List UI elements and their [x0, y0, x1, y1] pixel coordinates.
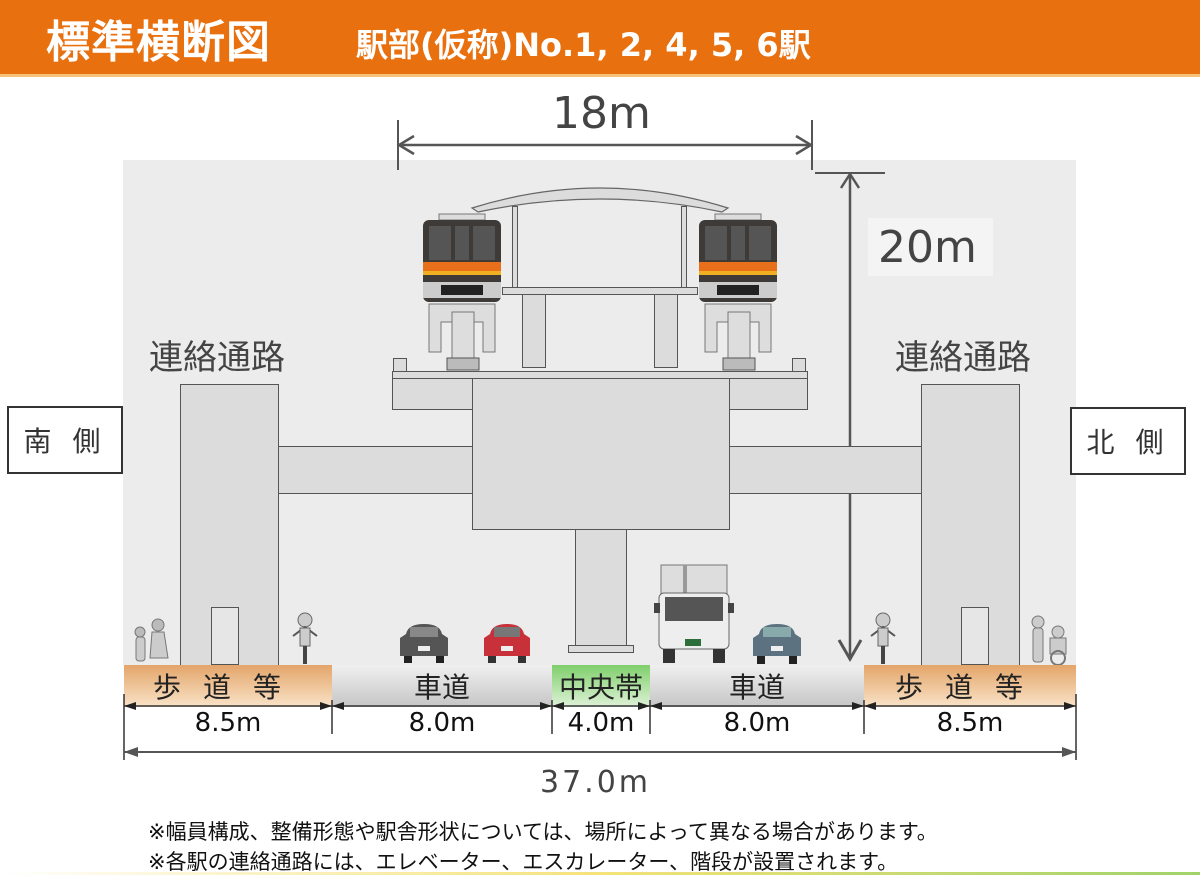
pier-column: [575, 529, 627, 647]
platform-floor: [502, 287, 698, 295]
train-left-icon: [423, 213, 501, 371]
header-banner: 標準横断図 駅部(仮称)No.1, 2, 4, 5, 6駅: [0, 0, 1200, 77]
pier-footing: [568, 645, 634, 653]
truck-icon: [654, 564, 734, 663]
height-dimension-arrow: [815, 171, 885, 662]
bottom-accent-line: [0, 872, 1200, 875]
segment-dimension-lines: [123, 694, 1077, 760]
wheelchair-icon: [1031, 615, 1067, 666]
platform-support-left: [522, 294, 546, 368]
note-2: ※各駅の連絡通路には、エレベーター、エスカレーター、階段が設置されます。: [148, 850, 899, 874]
connector-label-north: 連絡通路: [895, 338, 1031, 378]
dim-road-north: 8.0m: [723, 708, 791, 738]
pier-head: [472, 378, 730, 530]
train-right-icon: [699, 213, 777, 371]
blue-car-icon: [753, 624, 801, 664]
gray-car-icon: [400, 624, 448, 663]
elevator-door-south: [211, 607, 239, 665]
height-label-20m: 20m: [878, 222, 977, 273]
height-label-bg: [868, 218, 993, 276]
segment-label: 車道: [728, 671, 785, 704]
south-side-label: 南 側: [7, 406, 123, 474]
segment-road-south: 車道: [332, 665, 552, 707]
roof-pillar-left: [512, 206, 518, 288]
bicycle-icon: [292, 612, 318, 664]
page-title: 標準横断図: [46, 17, 271, 68]
dim-sidewalk-south: 8.5m: [194, 708, 262, 738]
page-subtitle: 駅部(仮称)No.1, 2, 4, 5, 6駅: [356, 26, 811, 64]
segment-median: 中央帯: [552, 665, 650, 707]
platform-support-right: [654, 294, 678, 368]
segment-sidewalk-north: 歩道等: [864, 665, 1076, 707]
bicycle-icon: [870, 612, 896, 664]
segment-label: 車道: [413, 671, 470, 704]
connector-label-south: 連絡通路: [149, 338, 285, 378]
width-dimension-arrow: [396, 120, 814, 170]
note-1: ※幅員構成、整備形態や駅舎形状については、場所によって異なる場合があります。: [148, 820, 938, 844]
segment-label: 歩道等: [894, 671, 1045, 704]
segment-label: 中央帯: [558, 671, 643, 704]
pedestrians-icon: [134, 618, 169, 662]
north-side-label: 北 側: [1070, 407, 1186, 475]
segment-sidewalk-south: 歩道等: [124, 665, 332, 707]
dim-sidewalk-north: 8.5m: [936, 708, 1004, 738]
roof-pillar-right: [681, 206, 687, 288]
segment-road-north: 車道: [650, 665, 864, 707]
segment-label: 歩道等: [152, 671, 303, 704]
dim-road-south: 8.0m: [408, 708, 476, 738]
elevator-door-north: [961, 607, 989, 665]
platform-roof: [470, 187, 730, 213]
total-width-label: 37.0m: [540, 765, 652, 800]
red-car-icon: [484, 624, 530, 663]
dim-median: 4.0m: [567, 708, 635, 738]
width-label-18m: 18m: [552, 88, 651, 139]
